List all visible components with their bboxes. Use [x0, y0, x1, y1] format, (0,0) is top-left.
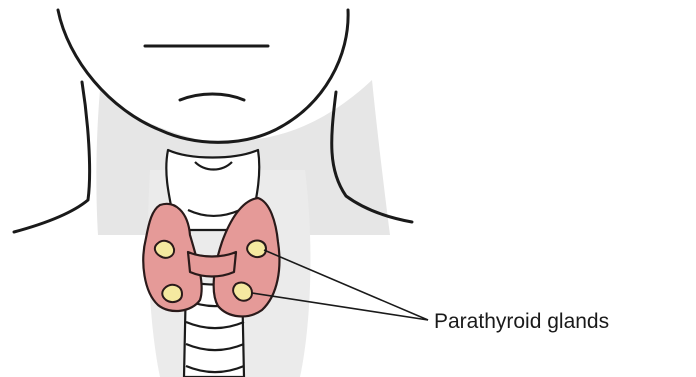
parathyroid-gland-upper-left — [155, 241, 174, 258]
thyroid-isthmus — [188, 252, 236, 277]
parathyroid-glands-label: Parathyroid glands — [434, 310, 609, 333]
left-shoulder-line — [14, 82, 90, 232]
parathyroid-gland-lower-left — [162, 285, 182, 302]
parathyroid-gland-lower-right — [233, 283, 252, 301]
parathyroid-gland-upper-right — [247, 241, 266, 257]
chin-crease — [180, 94, 244, 100]
